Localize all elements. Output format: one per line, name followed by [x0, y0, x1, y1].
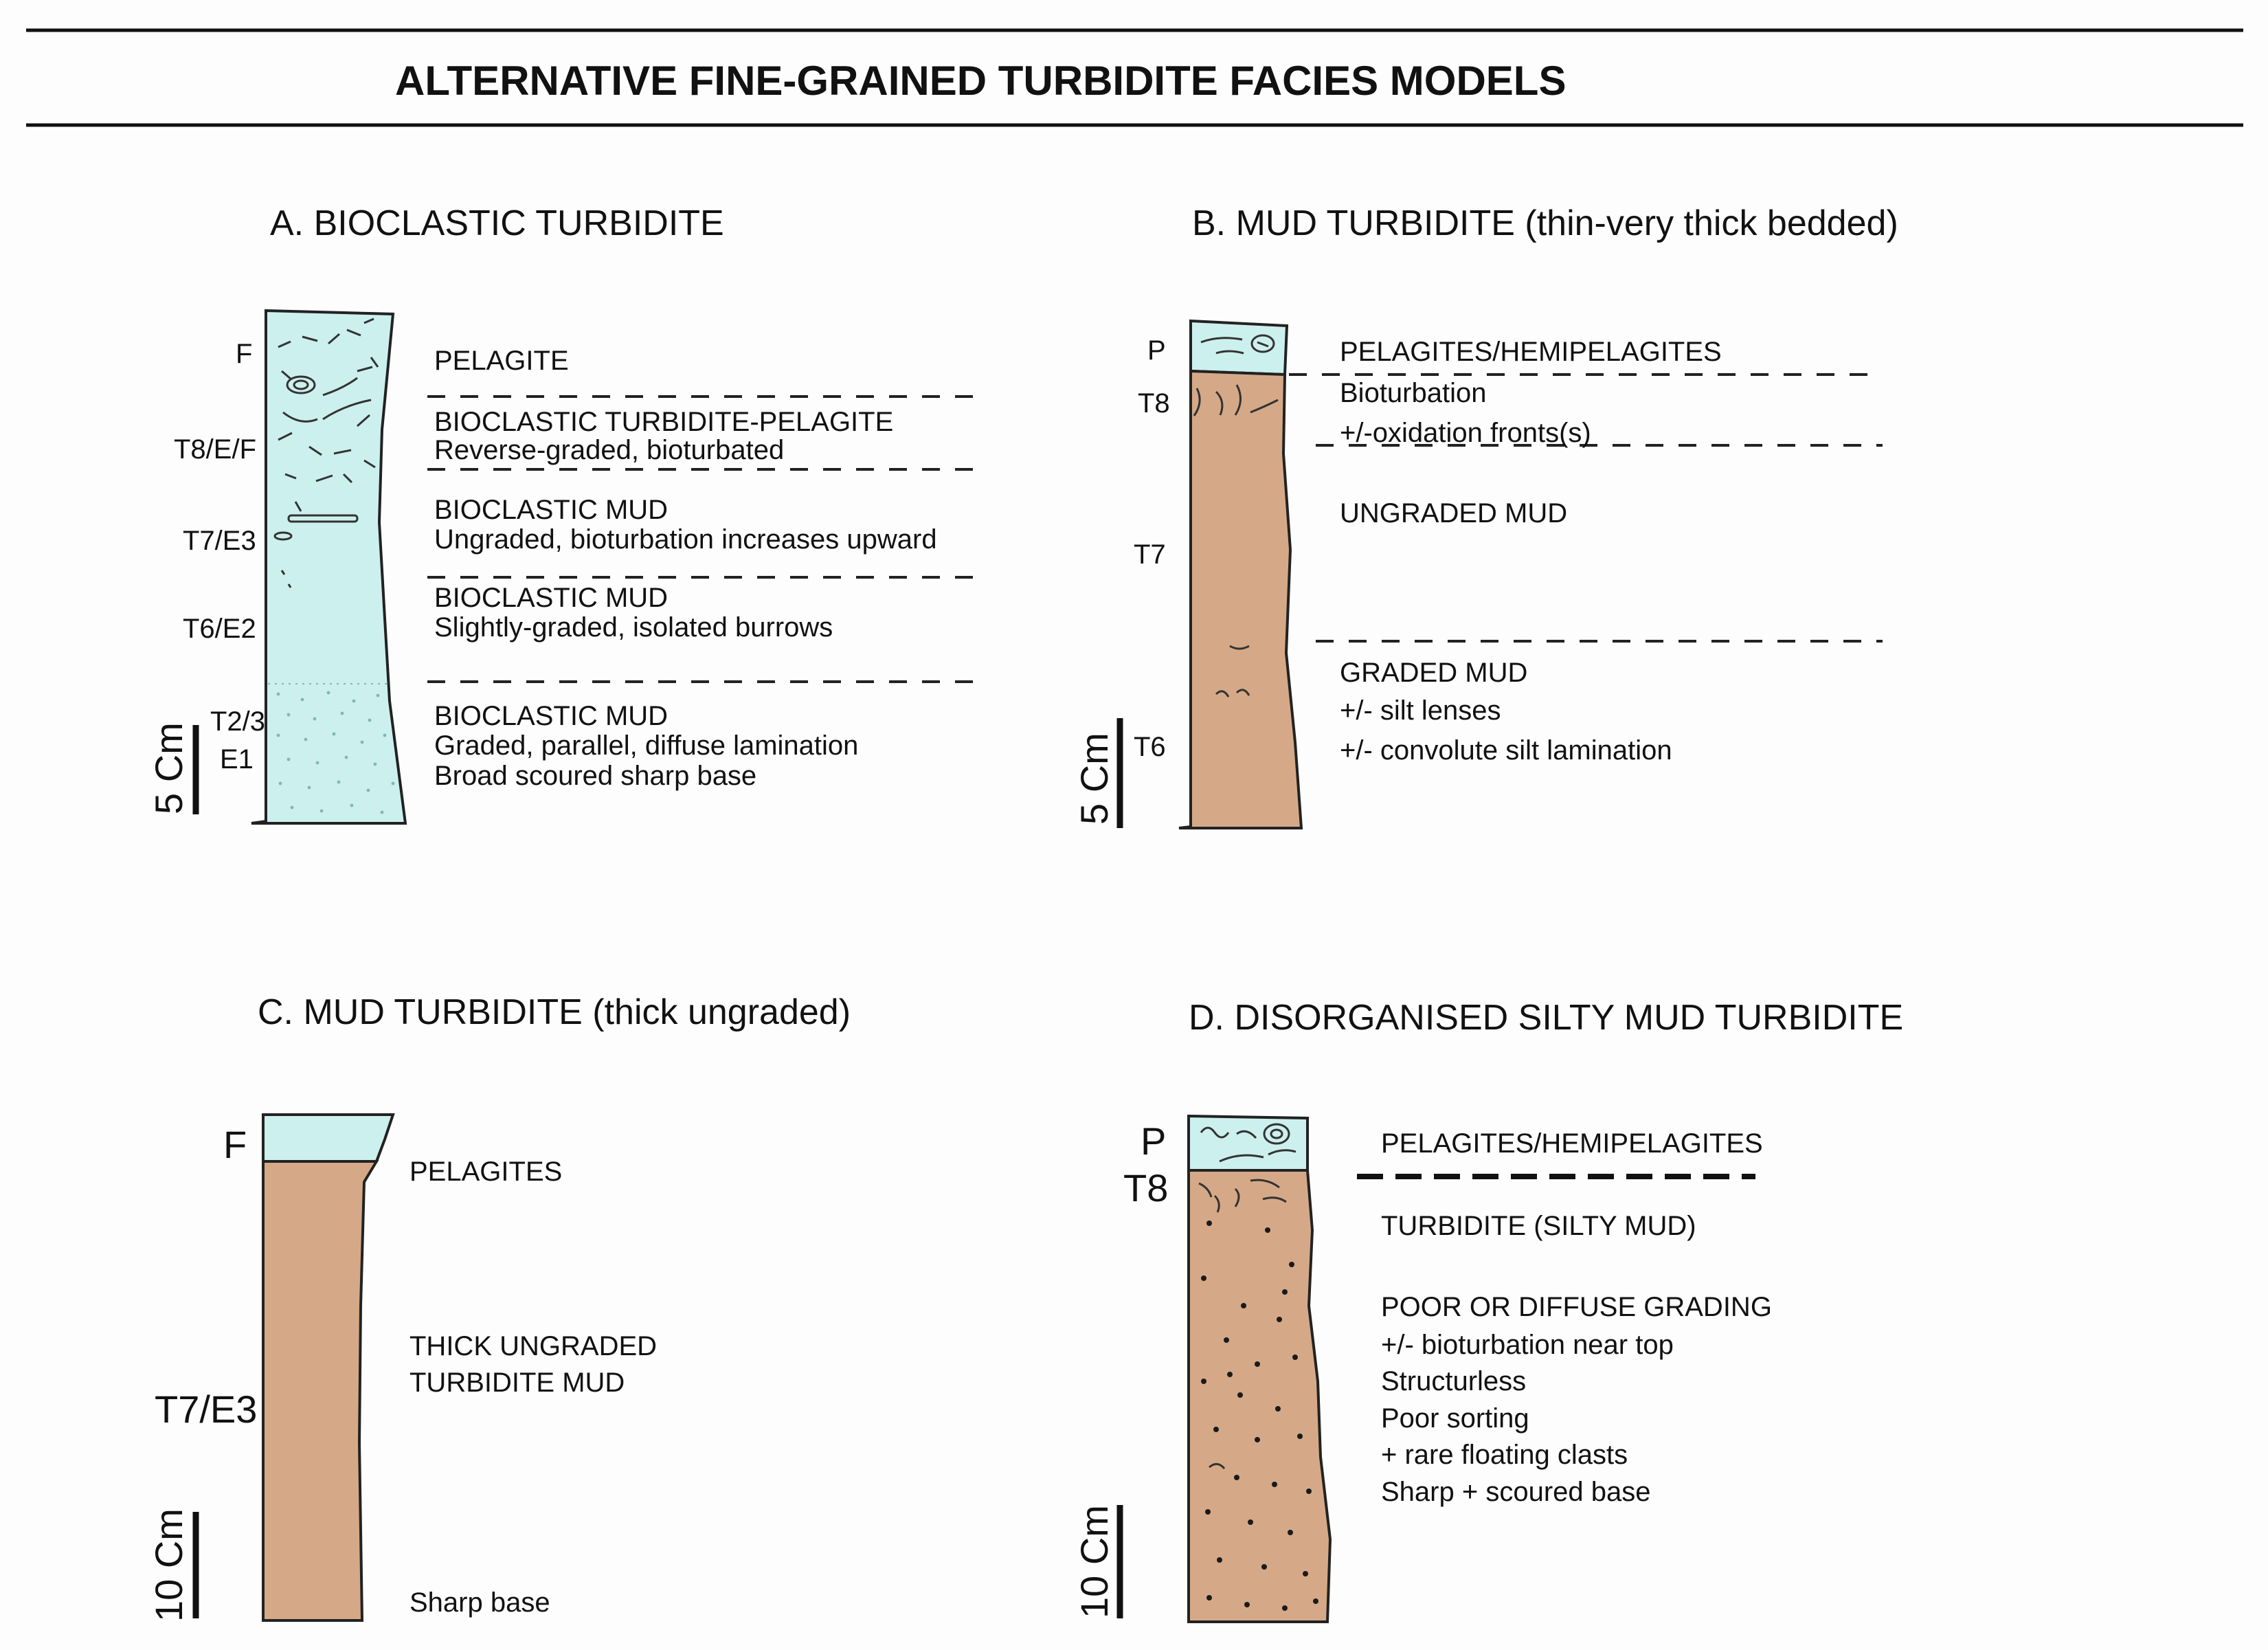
panel-b-desc-silt-lenses: +/- silt lenses [1340, 695, 1501, 726]
panel-c-desc-pelagites: PELAGITES [409, 1157, 562, 1187]
panel-c-title: C. MUD TURBIDITE (thick ungraded) [258, 992, 851, 1032]
panel-b-desc-pelagites: PELAGITES/HEMIPELAGITES [1340, 337, 1722, 367]
panel-a-stipple [276, 691, 395, 814]
panel-d-silt-dots [1201, 1220, 1318, 1611]
panel-a-desc-bioclastic-mud-1: BIOCLASTIC MUD [434, 495, 668, 525]
panel-d: D. DISORGANISED SILTY MUD TURBIDITE P T8 [1073, 998, 1903, 1623]
panel-a-unit-f: F [236, 339, 252, 369]
panel-a-scale-label: 5 Cm [147, 722, 190, 814]
panel-d-pelagite-layer [1187, 1114, 1309, 1172]
panel-c-scale-label: 10 Cm [147, 1508, 190, 1622]
panel-c-desc-turbidite-mud: TURBIDITE MUD [409, 1368, 625, 1398]
panel-a-unit-t8-e-f: T8/E/F [174, 434, 256, 465]
panel-a-column [251, 309, 407, 825]
figure-title: ALTERNATIVE FINE-GRAINED TURBIDITE FACIE… [395, 58, 1566, 104]
panel-a-desc-ungraded: Ungraded, bioturbation increases upward [434, 524, 937, 555]
panel-b-desc-graded-mud: GRADED MUD [1340, 658, 1527, 688]
panel-a-desc-pelagite: PELAGITE [434, 346, 569, 376]
panel-a-unit-e1: E1 [220, 744, 254, 774]
panel-c-desc-thick-ungraded: THICK UNGRADED [409, 1331, 657, 1361]
panel-a-desc-bioclastic-turbidite-pelagite: BIOCLASTIC TURBIDITE-PELAGITE [434, 407, 893, 437]
panel-b: B. MUD TURBIDITE (thin-very thick bedded… [1073, 203, 1898, 829]
panel-d-scale-label: 10 Cm [1073, 1505, 1116, 1618]
panel-c: C. MUD TURBIDITE (thick ungraded) F T7/E… [147, 992, 851, 1622]
panel-a-desc-bioclastic-mud-2: BIOCLASTIC MUD [434, 583, 668, 613]
panel-b-unit-p: P [1147, 335, 1166, 366]
panel-b-desc-oxidation: +/-oxidation fronts(s) [1340, 418, 1591, 448]
panel-d-desc-floating-clasts: + rare floating clasts [1381, 1440, 1628, 1470]
panel-c-mud-layer [262, 1160, 379, 1622]
panel-a-dividers [427, 395, 983, 683]
panel-a-unit-t6-e2: T6/E2 [183, 614, 256, 644]
panel-a-desc-slightly-graded: Slightly-graded, isolated burrows [434, 612, 833, 643]
panel-a: A. BIOCLASTIC TURBIDITE [147, 203, 983, 825]
panel-b-dividers [1289, 373, 1883, 643]
panel-b-desc-ungraded-mud: UNGRADED MUD [1340, 498, 1567, 528]
panel-b-unit-t7: T7 [1134, 539, 1166, 570]
panel-a-unit-t2-3: T2/3 [210, 706, 265, 737]
panel-d-desc-structurless: Structurless [1381, 1366, 1526, 1396]
panel-b-mud-layer [1178, 369, 1303, 829]
panel-a-desc-bioclastic-mud-3: BIOCLASTIC MUD [434, 701, 668, 731]
panel-d-desc-poor-grading: POOR OR DIFFUSE GRADING [1381, 1292, 1772, 1322]
panel-c-desc-sharp-base: Sharp base [409, 1587, 550, 1618]
panel-a-desc-reverse-graded: Reverse-graded, bioturbated [434, 435, 784, 465]
panel-d-unit-t8: T8 [1123, 1166, 1168, 1209]
panel-d-desc-pelagites: PELAGITES/HEMIPELAGITES [1381, 1128, 1763, 1159]
panel-b-scale-label: 5 Cm [1073, 733, 1116, 825]
panel-d-desc-sharp-scoured: Sharp + scoured base [1381, 1477, 1650, 1507]
panel-d-unit-p: P [1141, 1119, 1166, 1163]
panel-b-desc-bioturbation: Bioturbation [1340, 378, 1486, 408]
panel-d-title: D. DISORGANISED SILTY MUD TURBIDITE [1189, 998, 1903, 1038]
panel-c-unit-f: F [223, 1123, 247, 1166]
panel-a-bioclasts [273, 317, 379, 588]
panel-a-desc-graded-parallel: Graded, parallel, diffuse lamination [434, 731, 858, 761]
panel-a-unit-t7-e3: T7/E3 [183, 526, 256, 556]
panel-a-title: A. BIOCLASTIC TURBIDITE [270, 203, 724, 243]
panel-d-desc-bioturbation-top: +/- bioturbation near top [1381, 1330, 1674, 1360]
panel-c-unit-t7-e3: T7/E3 [155, 1387, 257, 1431]
panel-b-unit-t6: T6 [1134, 732, 1166, 762]
panel-a-desc-broad-scoured: Broad scoured sharp base [434, 761, 756, 791]
panel-b-title: B. MUD TURBIDITE (thin-very thick bedded… [1192, 203, 1898, 243]
panel-b-unit-t8: T8 [1138, 388, 1170, 419]
panel-c-pelagite-layer [262, 1113, 395, 1163]
panel-d-desc-turbidite-silty-mud: TURBIDITE (SILTY MUD) [1381, 1211, 1696, 1241]
panel-d-trace-fossils [1198, 1123, 1296, 1470]
panel-b-desc-convolute: +/- convolute silt lamination [1340, 735, 1672, 766]
panel-b-bioturbation [1193, 334, 1279, 698]
panel-d-desc-poor-sorting: Poor sorting [1381, 1403, 1529, 1434]
panel-d-mud-layer [1187, 1169, 1332, 1623]
